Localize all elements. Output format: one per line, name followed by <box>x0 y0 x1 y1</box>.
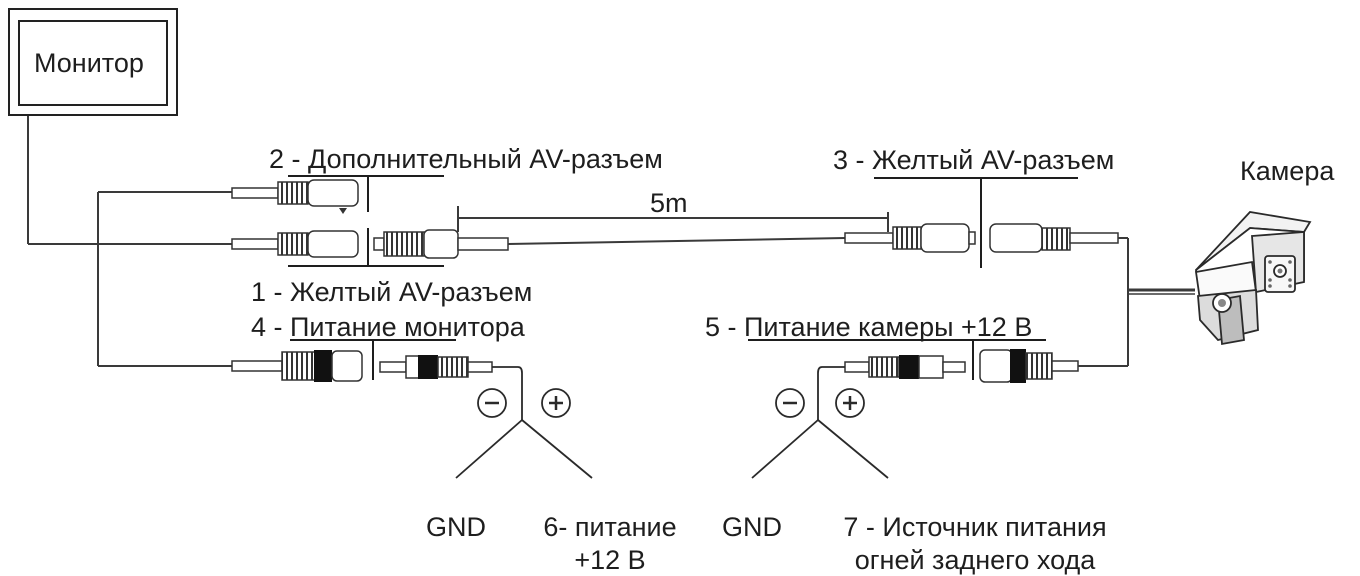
extension-cable <box>457 206 889 245</box>
yellow-av-monitor-label: 1 - Желтый AV-разъем <box>251 277 533 307</box>
aux-av-connector <box>231 179 359 214</box>
monitor-label: Монитор <box>34 48 144 78</box>
label-underlines <box>288 175 1078 380</box>
camera-cables <box>1078 237 1195 367</box>
camera-video-plug <box>989 223 1119 253</box>
aux-av-label: 2 - Дополнительный AV-разъем <box>269 144 663 174</box>
right-power-label-line1: 7 - Источник питания <box>843 512 1107 542</box>
cable-length-label: 5m <box>650 188 688 218</box>
monitor-power-plug <box>379 355 493 379</box>
camera-label: Камера <box>1240 156 1335 186</box>
extension-cable-left-plug <box>373 229 509 259</box>
left-plus-symbol: + <box>548 391 549 392</box>
monitor-screen <box>18 20 168 106</box>
camera-power-label: 5 - Питание камеры +12 В <box>705 312 1033 342</box>
left-power-label-line1: 6- питание <box>543 512 677 542</box>
monitor-outer-frame <box>8 8 178 116</box>
camera-illustration <box>1194 211 1312 346</box>
yellow-av-camera-connector <box>844 223 976 253</box>
yellow-av-camera-label: 3 - Желтый AV-разъем <box>833 145 1115 175</box>
monitor-power-connector <box>231 350 363 382</box>
left-power-wires <box>455 366 593 479</box>
left-gnd-label: GND <box>426 512 486 542</box>
left-minus-symbol: − <box>484 391 485 392</box>
right-power-label-line2: огней заднего хода <box>854 545 1096 575</box>
right-gnd-label: GND <box>722 512 782 542</box>
right-power-wires <box>751 366 889 479</box>
yellow-av-monitor-connector <box>231 230 359 258</box>
monitor-cables <box>27 116 232 367</box>
left-power-label-line2: +12 В <box>574 545 646 575</box>
camera-power-plug <box>844 355 966 379</box>
camera-power-connector <box>979 349 1079 383</box>
monitor-power-label: 4 - Питание монитора <box>251 312 525 342</box>
